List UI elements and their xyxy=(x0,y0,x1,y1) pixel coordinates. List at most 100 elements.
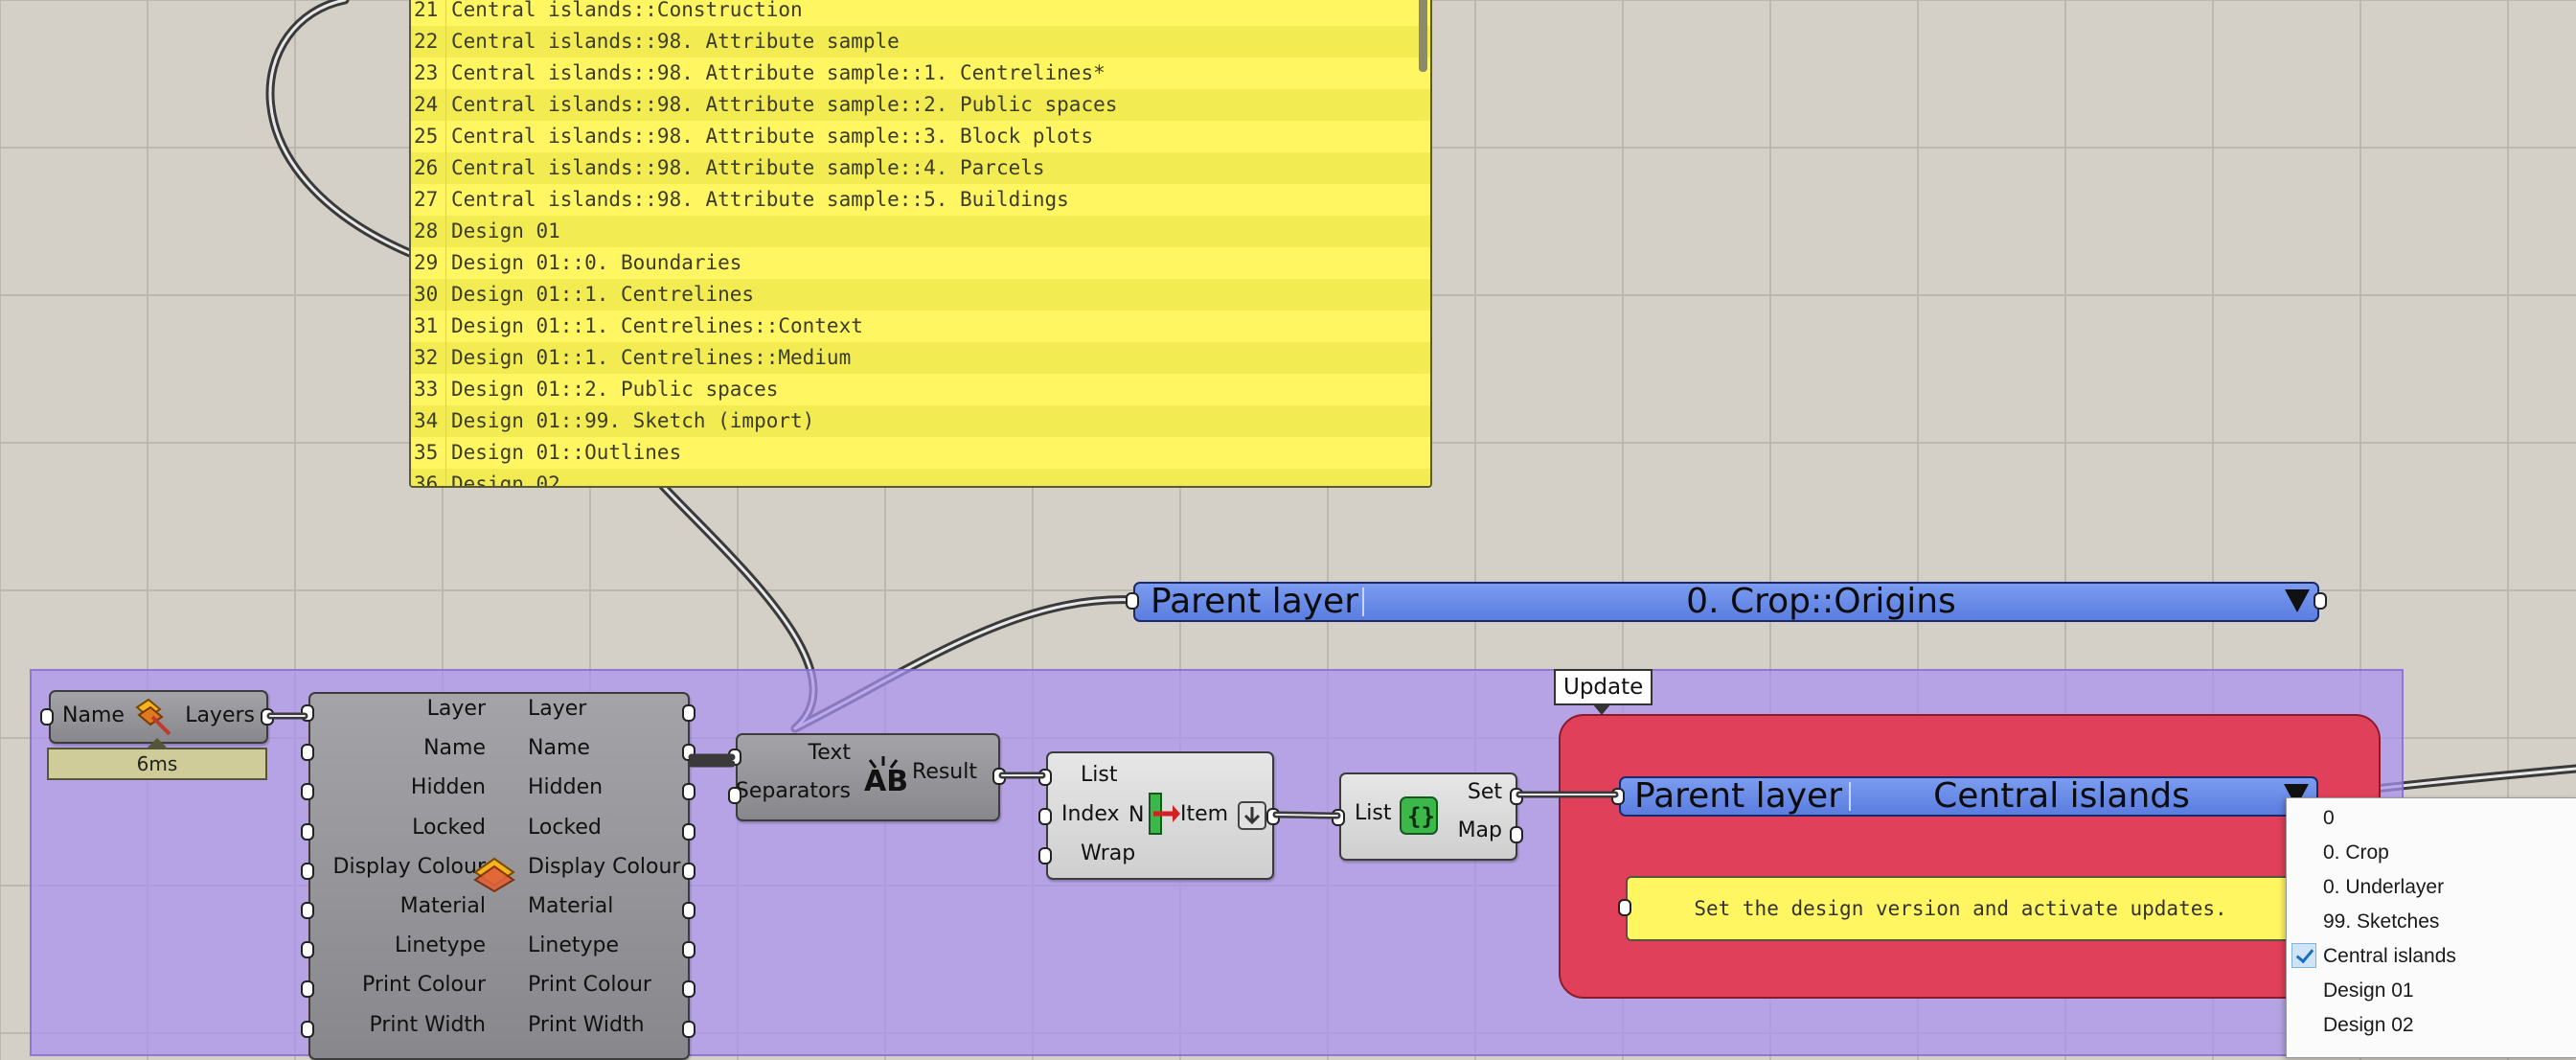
parent-layer-value-list-bottom[interactable]: Parent layer Central islands xyxy=(1619,776,2318,817)
output-label: Locked xyxy=(528,815,602,840)
input-label-text: Text xyxy=(808,741,852,765)
dropdown-item[interactable]: Central islands xyxy=(2287,939,2576,974)
dropdown-item[interactable]: Design 01 xyxy=(2287,974,2576,1008)
input-grip[interactable] xyxy=(728,787,741,804)
text-join-component[interactable]: Text Separators AB Result xyxy=(736,733,1000,821)
input-grip[interactable] xyxy=(1332,809,1345,826)
dropdown-arrow-icon[interactable] xyxy=(2285,589,2310,612)
download-arrow-icon[interactable] xyxy=(1238,801,1266,830)
input-label: Linetype xyxy=(395,933,486,958)
output-label-result: Result xyxy=(912,760,977,784)
input-label-separators: Separators xyxy=(735,779,851,803)
list-item-component[interactable]: List Index Wrap N Item xyxy=(1046,751,1274,880)
dropdown-item[interactable]: 99. Sketches xyxy=(2287,905,2576,939)
input-grip[interactable] xyxy=(301,1020,314,1038)
svg-text:{}: {} xyxy=(1407,803,1435,830)
create-set-component[interactable]: List {} Set Map xyxy=(1339,772,1517,861)
input-grip[interactable] xyxy=(1618,899,1631,916)
update-tooltip: Update xyxy=(1554,669,1653,715)
input-grip[interactable] xyxy=(301,744,314,762)
output-grip[interactable] xyxy=(682,941,695,959)
dropdown-item[interactable]: 0 xyxy=(2287,801,2576,836)
output-grip[interactable] xyxy=(1510,788,1523,805)
input-label: Material xyxy=(399,894,486,918)
panel-row-text: Design 01::2. Public spaces xyxy=(451,378,779,401)
input-label-list: List xyxy=(1081,763,1118,787)
input-grip[interactable] xyxy=(301,902,314,919)
layers-component[interactable]: Name Layers xyxy=(49,690,268,744)
output-grip[interactable] xyxy=(682,744,695,762)
input-grip[interactable] xyxy=(301,862,314,880)
instruction-panel[interactable]: Set the design version and activate upda… xyxy=(1626,876,2295,941)
output-grip[interactable] xyxy=(682,862,695,880)
dropdown-item[interactable]: 0. Crop xyxy=(2287,836,2576,870)
output-grip[interactable] xyxy=(682,980,695,999)
output-grip[interactable] xyxy=(992,768,1006,785)
output-label-layers: Layers xyxy=(185,703,255,727)
panel-row-index: 21 xyxy=(411,0,446,26)
output-grip[interactable] xyxy=(1510,826,1523,843)
panel-row-index: 29 xyxy=(411,247,446,279)
output-grip[interactable] xyxy=(682,704,695,722)
input-grip[interactable] xyxy=(1038,808,1052,825)
input-grip[interactable] xyxy=(728,749,741,766)
output-grip[interactable] xyxy=(2314,592,2327,610)
panel-row-text: Central islands::98. Attribute sample::5… xyxy=(451,188,1069,211)
panel-row-index: 27 xyxy=(411,184,446,216)
input-grip[interactable] xyxy=(40,708,54,726)
input-grip[interactable] xyxy=(301,822,314,841)
output-grip-left[interactable] xyxy=(1126,592,1139,610)
output-grip[interactable] xyxy=(682,822,695,841)
panel-scrollbar[interactable] xyxy=(1419,0,1427,72)
input-label-wrap: Wrap xyxy=(1081,841,1136,865)
output-label: Print Colour xyxy=(528,973,651,998)
dropdown-item-label: 0 xyxy=(2323,807,2335,829)
output-grip[interactable] xyxy=(682,783,695,801)
input-label: Hidden xyxy=(410,775,486,800)
panel-row-index: 33 xyxy=(411,374,446,405)
dropdown-item-label: 99. Sketches xyxy=(2323,910,2440,933)
output-grip[interactable] xyxy=(261,708,274,726)
value-list-separator xyxy=(1362,588,1364,616)
input-grip[interactable] xyxy=(1611,788,1625,805)
output-grip[interactable] xyxy=(1266,808,1280,825)
dropdown-item[interactable]: Design 02 xyxy=(2287,1008,2576,1043)
input-grip[interactable] xyxy=(301,704,314,722)
input-label: Display Colour xyxy=(332,854,486,879)
input-grip[interactable] xyxy=(301,941,314,959)
output-label-set: Set xyxy=(1467,780,1502,804)
input-grip[interactable] xyxy=(301,783,314,801)
panel-row-text: Central islands::98. Attribute sample::1… xyxy=(451,61,1106,84)
output-grip[interactable] xyxy=(682,902,695,919)
input-label: Print Colour xyxy=(362,973,486,998)
parent-layer-value-list-top[interactable]: Parent layer 0. Crop::Origins xyxy=(1133,582,2319,622)
input-grip[interactable] xyxy=(1038,769,1052,786)
panel-row-text: Design 02 xyxy=(451,472,560,488)
output-grip[interactable] xyxy=(682,1020,695,1038)
input-grip[interactable] xyxy=(1038,847,1052,864)
update-cluster[interactable] xyxy=(1559,714,2381,999)
dropdown-item[interactable]: 0. Underlayer xyxy=(2287,870,2576,905)
panel-row-index: 31 xyxy=(411,311,446,342)
input-grip[interactable] xyxy=(301,980,314,999)
panel-row-index: 26 xyxy=(411,152,446,184)
